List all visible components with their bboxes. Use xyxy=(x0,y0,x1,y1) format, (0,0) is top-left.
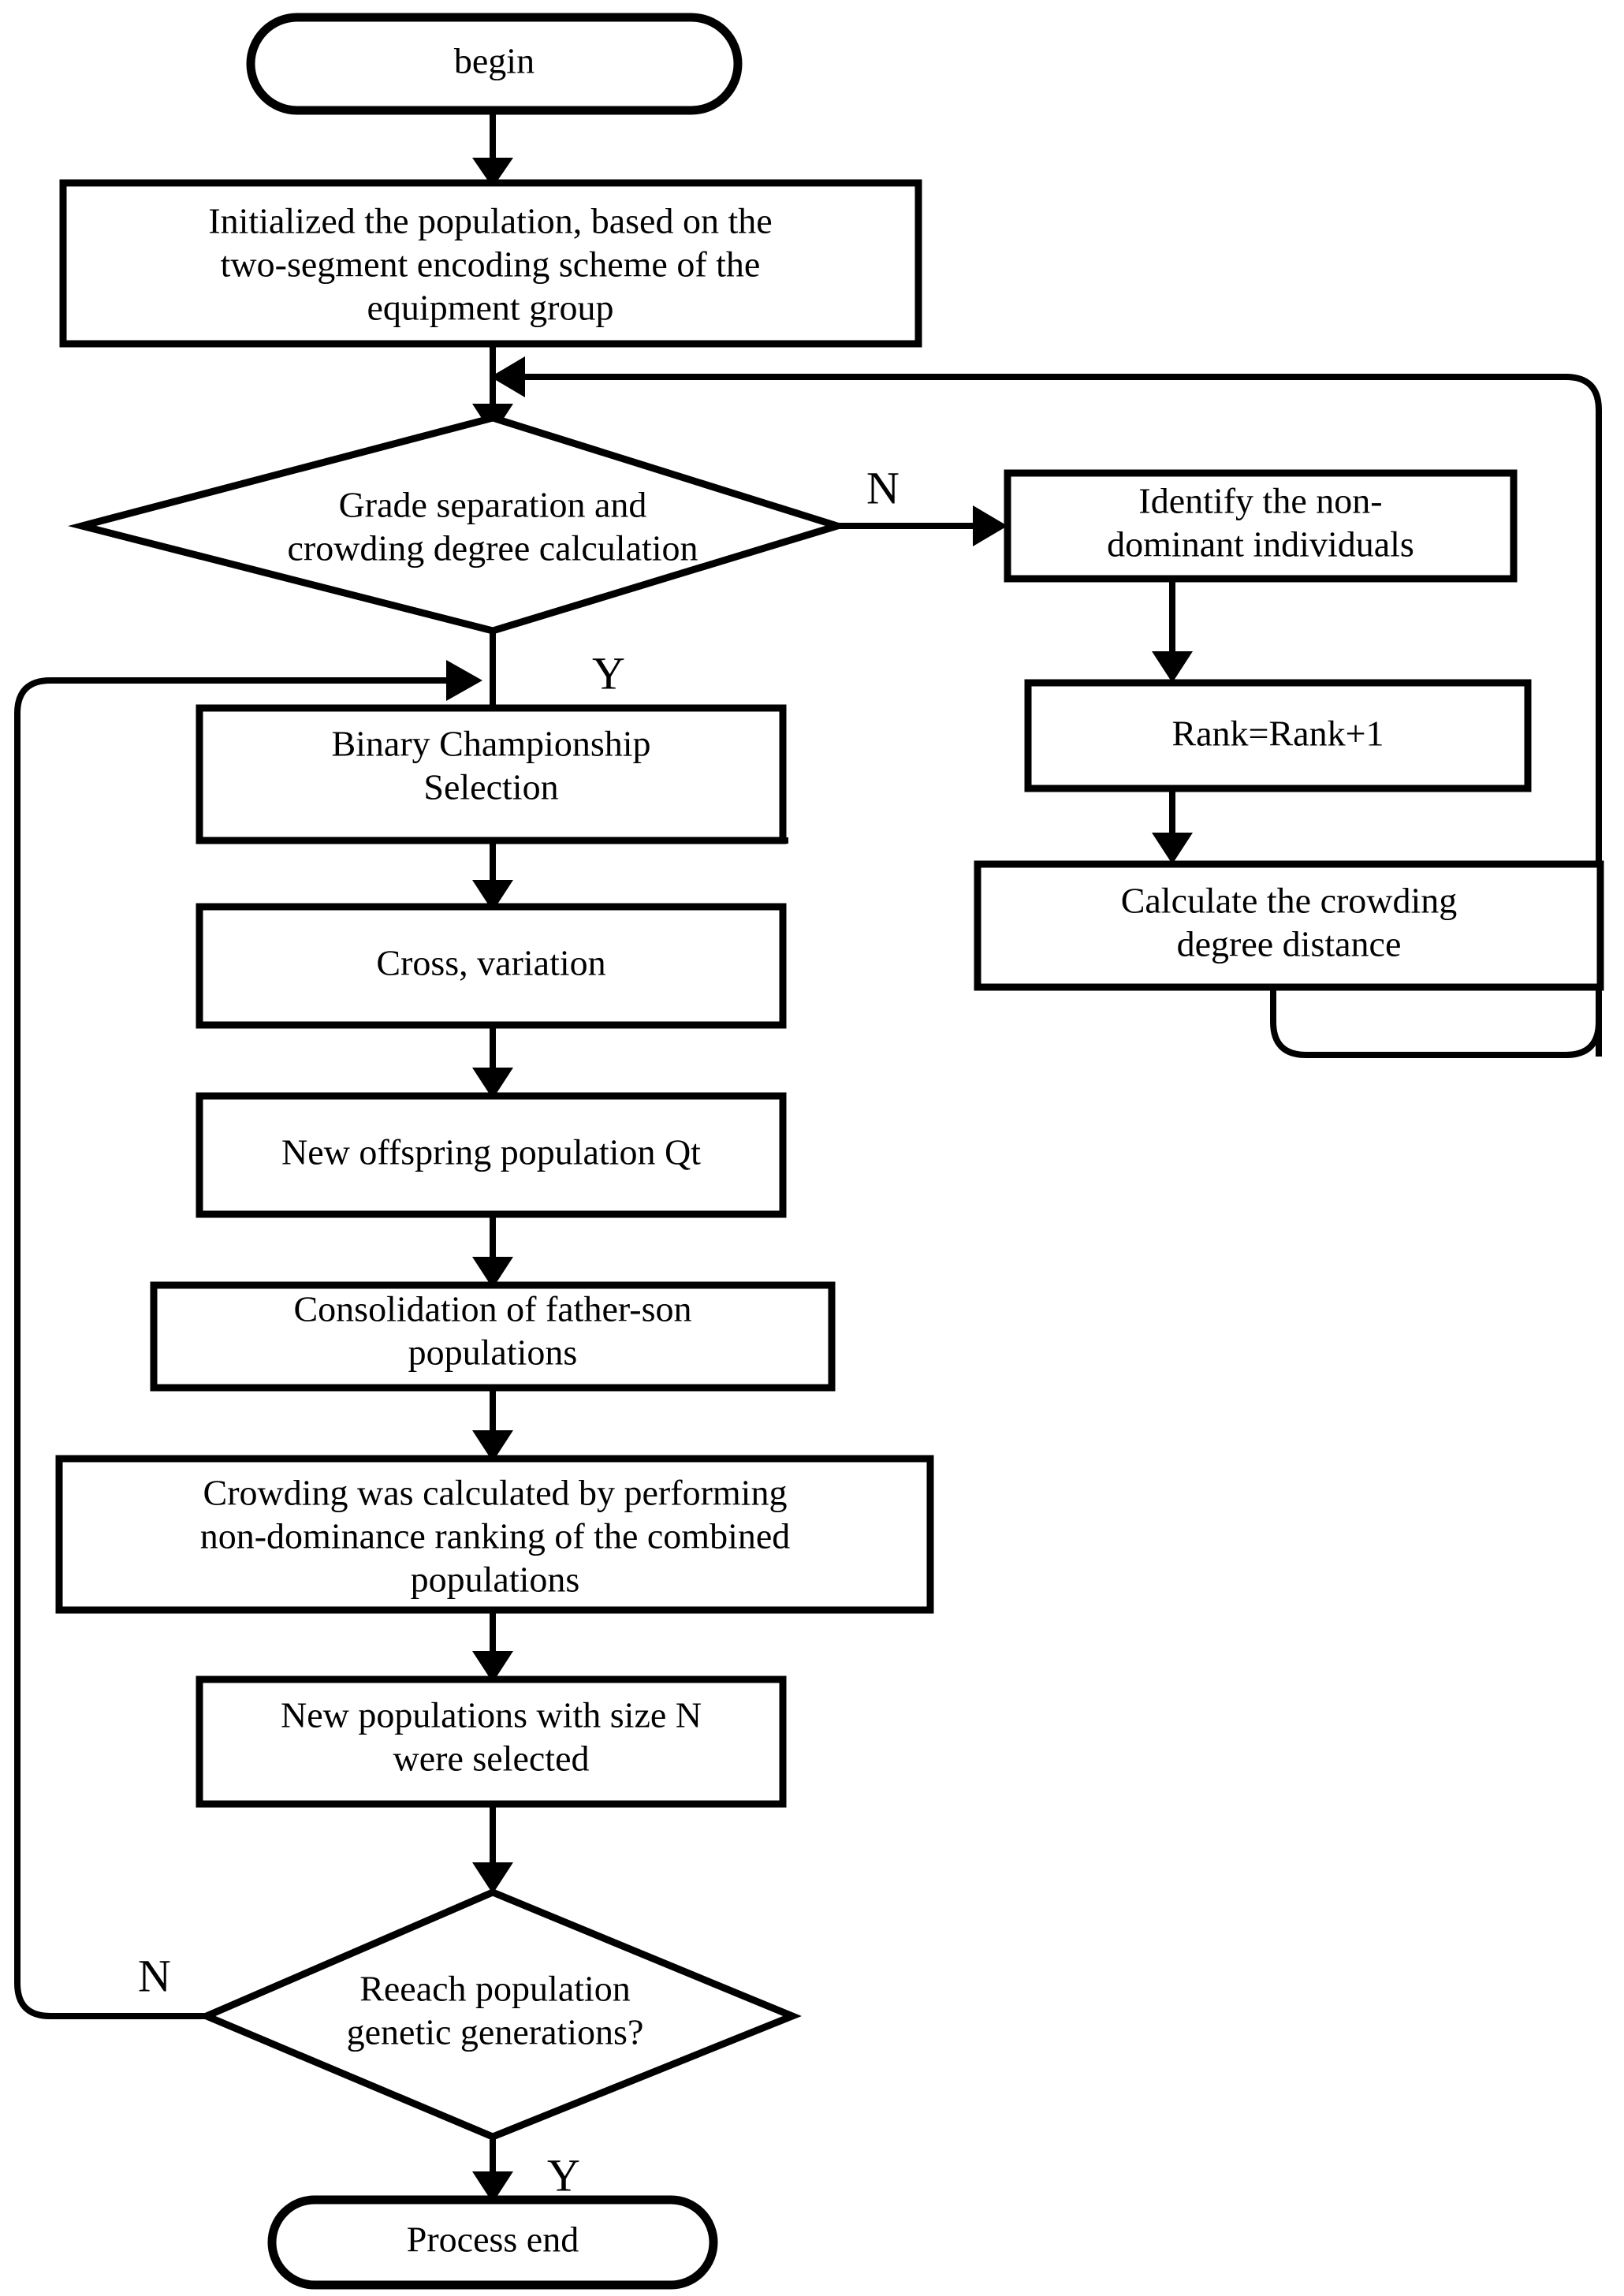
node-reach-decision[interactable]: Reeach population genetic generations? xyxy=(197,1888,802,2141)
node-grade-label-1: crowding degree calculation xyxy=(287,528,698,568)
edge-identify-to-rank xyxy=(1152,579,1193,683)
node-newpop-label-0: New populations with size N xyxy=(281,1695,702,1735)
edge-offspring-to-consolidation xyxy=(472,1214,513,1288)
node-crowcalc-label-0: Crowding was calculated by performing xyxy=(203,1473,788,1513)
node-cross-variation[interactable]: Cross, variation xyxy=(196,903,787,1029)
edge-consolidation-to-crowding xyxy=(472,1388,513,1462)
node-crowcalc-label-2: populations xyxy=(411,1560,580,1600)
edge-label-grade-no: N xyxy=(866,462,900,513)
node-identify-nondominant[interactable]: Identify the non- dominant individuals xyxy=(1004,469,1518,583)
node-identify-label-1: dominant individuals xyxy=(1107,524,1414,565)
node-cross-label-0: Cross, variation xyxy=(376,943,605,983)
node-consolidation[interactable]: Consolidation of father-son populations xyxy=(150,1281,836,1392)
edge-feedback-right-to-main xyxy=(490,356,1602,1057)
node-end-label-0: Process end xyxy=(407,2220,579,2260)
node-newpop-label-1: were selected xyxy=(393,1739,589,1779)
edge-newpop-to-reach xyxy=(472,1804,513,1894)
edge-label-reach-no: N xyxy=(138,1950,171,2001)
node-identify-label-0: Identify the non- xyxy=(1138,481,1382,521)
node-binary-label-0: Binary Championship xyxy=(331,724,650,764)
node-initialize[interactable]: Initialized the population, based on the… xyxy=(59,179,922,348)
node-begin[interactable]: begin xyxy=(246,13,743,115)
edge-label-grade-yes: Y xyxy=(592,647,625,699)
edge-crowding-to-newpop xyxy=(472,1610,513,1683)
edge-cross-to-offspring xyxy=(472,1025,513,1099)
node-binary-championship[interactable]: Binary Championship Selection xyxy=(196,704,787,844)
node-new-offspring[interactable]: New offspring population Qt xyxy=(196,1092,787,1218)
node-new-populations[interactable]: New populations with size N were selecte… xyxy=(196,1675,787,1808)
node-crowding-calculated[interactable]: Crowding was calculated by performing no… xyxy=(55,1455,934,1614)
node-process-end[interactable]: Process end xyxy=(267,2195,718,2290)
edge-rank-to-crowding-distance xyxy=(1152,788,1193,864)
node-grade-label-0: Grade separation and xyxy=(339,485,647,525)
node-crowcalc-label-1: non-dominance ranking of the combined xyxy=(200,1516,791,1556)
edge-reach-no-return-loop xyxy=(14,660,482,2019)
node-initialize-label-2: equipment group xyxy=(367,288,614,328)
node-reach-label-1: genetic generations? xyxy=(347,2012,644,2052)
node-rank-label-0: Rank=Rank+1 xyxy=(1171,714,1384,754)
node-consolidation-label-0: Consolidation of father-son xyxy=(294,1289,692,1329)
edge-label-reach-yes: Y xyxy=(547,2149,580,2201)
node-reach-label-0: Reeach population xyxy=(359,1969,631,2009)
edge-begin-to-initialize xyxy=(472,110,513,188)
node-begin-label-0: begin xyxy=(454,41,535,81)
node-consolidation-label-1: populations xyxy=(408,1332,578,1373)
node-grade-decision[interactable]: Grade separation and crowding degree cal… xyxy=(68,414,850,635)
edge-grade-no-to-identify xyxy=(837,505,1008,546)
edge-crowding-distance-return xyxy=(1270,987,1602,1058)
node-crowdist-label-0: Calculate the crowding xyxy=(1121,881,1458,921)
node-offspring-label-0: New offspring population Qt xyxy=(281,1132,701,1172)
node-binary-label-1: Selection xyxy=(423,767,558,807)
edge-binary-to-cross-arrow xyxy=(472,840,513,911)
node-crowdist-label-1: degree distance xyxy=(1177,924,1402,964)
node-initialize-label-1: two-segment encoding scheme of the xyxy=(221,244,761,285)
node-crowding-distance[interactable]: Calculate the crowding degree distance xyxy=(974,860,1604,991)
edge-reach-yes-to-end xyxy=(472,2137,513,2203)
node-rank-increment[interactable]: Rank=Rank+1 xyxy=(1024,679,1532,792)
node-initialize-label-0: Initialized the population, based on the xyxy=(208,201,772,241)
